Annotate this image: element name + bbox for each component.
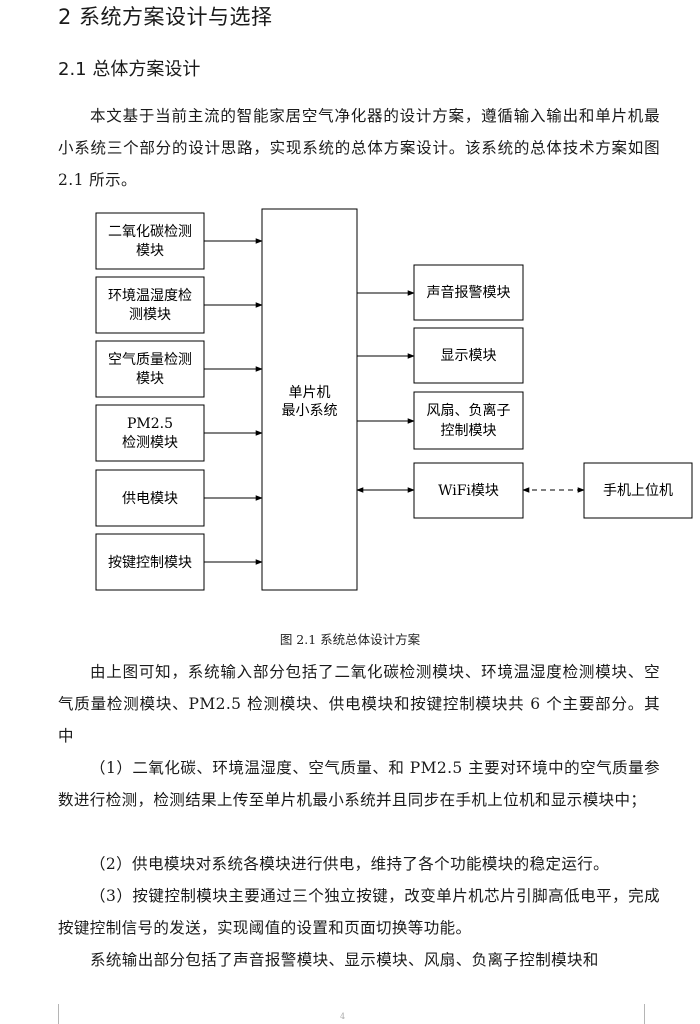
- input-module-keypad: 按键控制模块: [95, 533, 205, 591]
- output-module-alarm: 声音报警模块: [413, 264, 524, 321]
- input-module-air-quality-line-2: 模块: [136, 371, 164, 387]
- input-module-pm25: PM2.5 检测模块: [95, 404, 205, 462]
- input-module-keypad-line-1: 按键控制模块: [108, 555, 192, 571]
- input-module-air-quality: 空气质量检测 模块: [95, 340, 205, 398]
- chapter-title: 2 系统方案设计与选择: [58, 5, 273, 29]
- body-paragraph-item-3: （3）按键控制模块主要通过三个独立按键，改变单片机芯片引脚高低电平，完成按键控制…: [58, 887, 660, 937]
- input-module-co2-line-1: 二氧化碳检测: [108, 224, 192, 240]
- page-corner-mark-left: [38, 1004, 59, 1024]
- figure-caption: 图 2.1 系统总体设计方案: [279, 632, 421, 647]
- body-paragraph-output: 系统输出部分包括了声音报警模块、显示模块、风扇、负离子控制模块和: [90, 951, 599, 969]
- body-paragraph-summary: 由上图可知，系统输入部分包括了二氧化碳检测模块、环境温湿度检测模块、空气质量检测…: [58, 663, 660, 745]
- output-module-wifi: WiFi模块: [413, 462, 524, 519]
- input-module-power: 供电模块: [95, 469, 205, 527]
- body-paragraph-item-2: （2）供电模块对系统各模块进行供电，维持了各个功能模块的稳定运行。: [90, 855, 610, 873]
- page-number: 4: [340, 1012, 346, 1021]
- output-module-fan-ion-line-1: 风扇、负离子: [427, 402, 511, 419]
- input-module-pm25-line-1: PM2.5: [127, 416, 173, 432]
- system-block-diagram: 单片机 最小系统 二氧化碳检测 模块 环境温湿度检 测模块 空气质量检测 模块 …: [95, 208, 693, 591]
- output-module-display-line-1: 显示模块: [441, 348, 497, 364]
- external-phone-host-line-1: 手机上位机: [603, 483, 673, 499]
- output-arrows: [356, 290, 585, 493]
- output-module-wifi-line-1: WiFi模块: [438, 483, 499, 499]
- input-module-temp-humidity-line-2: 测模块: [129, 307, 171, 323]
- page-corner-mark-right: [644, 1004, 665, 1024]
- output-module-fan-ion: 风扇、负离子 控制模块: [413, 391, 524, 450]
- input-module-pm25-line-2: 检测模块: [122, 435, 178, 451]
- intro-paragraph: 本文基于当前主流的智能家居空气净化器的设计方案，遵循输入输出和单片机最小系统三个…: [58, 107, 660, 189]
- external-phone-host: 手机上位机: [583, 462, 693, 519]
- output-module-alarm-line-1: 声音报警模块: [427, 284, 511, 301]
- input-arrows: [204, 238, 263, 565]
- input-module-air-quality-line-1: 空气质量检测: [108, 352, 192, 368]
- input-module-temp-humidity-line-1: 环境温湿度检: [108, 288, 192, 304]
- input-module-power-line-1: 供电模块: [122, 491, 178, 507]
- mcu-core-block: 单片机 最小系统: [261, 208, 358, 591]
- mcu-core-label-line-1: 单片机: [289, 385, 331, 401]
- input-module-temp-humidity: 环境温湿度检 测模块: [95, 276, 205, 334]
- input-module-co2: 二氧化碳检测 模块: [95, 212, 205, 270]
- body-paragraph-item-1: （1）二氧化碳、环境温湿度、空气质量、和 PM2.5 主要对环境中的空气质量参数…: [58, 759, 660, 809]
- mcu-core-label-line-2: 最小系统: [282, 403, 338, 419]
- input-module-co2-line-2: 模块: [136, 243, 164, 259]
- section-title: 2.1 总体方案设计: [58, 59, 201, 80]
- output-module-fan-ion-line-2: 控制模块: [441, 423, 497, 439]
- output-module-display: 显示模块: [413, 327, 524, 384]
